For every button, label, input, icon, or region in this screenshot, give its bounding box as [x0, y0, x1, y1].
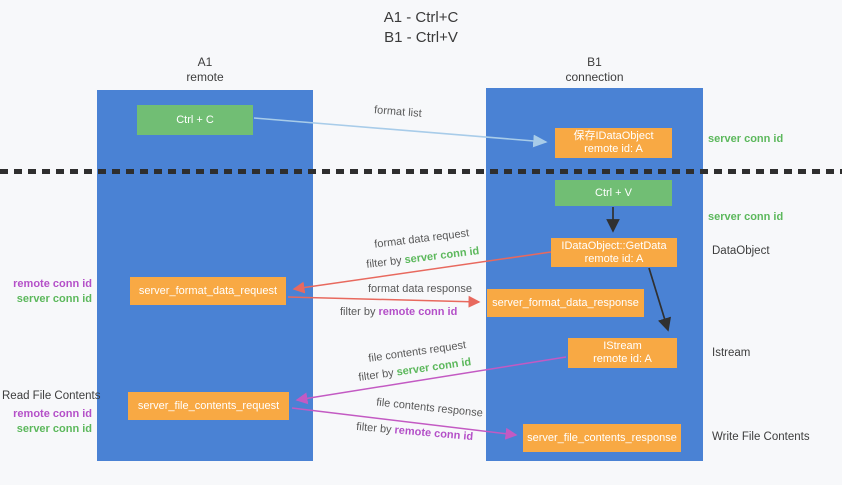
- label-format-data-response: format data response: [368, 283, 472, 295]
- server-format-data-response-box: server_format_data_response: [487, 289, 644, 317]
- ctrl-c-label: Ctrl + C: [176, 113, 214, 126]
- left-read-file-contents-label: Read File Contents: [2, 390, 101, 402]
- istream-box: IStream remote id: A: [568, 338, 677, 368]
- boundary-dotted-line: [0, 169, 842, 174]
- save-dataobject-box: 保存IDataObject remote id: A: [555, 128, 672, 158]
- right-write-file-contents-label: Write File Contents: [712, 431, 810, 443]
- right-server-conn-id-top: server conn id: [708, 133, 784, 145]
- lifeline-header-a1: A1 remote: [97, 55, 313, 85]
- remote-conn-id-text: remote conn id: [378, 306, 458, 318]
- save-dataobject-line2: remote id: A: [584, 143, 643, 155]
- server-file-contents-response-box: server_file_contents_response: [523, 424, 681, 452]
- getdata-line2: remote id: A: [584, 252, 644, 265]
- ctrl-v-label: Ctrl + V: [595, 186, 632, 199]
- lifeline-a1-role: remote: [186, 70, 224, 84]
- title-line-2: B1 - Ctrl+V: [384, 29, 458, 46]
- getdata-line1: IDataObject::GetData: [561, 239, 667, 252]
- left-server-conn-id-2: server conn id: [16, 423, 92, 435]
- server-file-contents-request-box: server_file_contents_request: [128, 392, 289, 420]
- lifeline-header-b1: B1 connection: [486, 55, 703, 85]
- ctrl-c-box: Ctrl + C: [137, 105, 253, 135]
- left-conn-id-block-1: remote conn id server conn id: [2, 277, 92, 307]
- arrow-file-contents-response: [291, 407, 518, 440]
- left-server-conn-id-1: server conn id: [16, 293, 92, 305]
- server-file-contents-request-label: server_file_contents_request: [137, 399, 280, 412]
- arrow-format-data-request: [292, 251, 552, 294]
- right-istream-label: Istream: [712, 347, 751, 359]
- arrow-file-contents-request: [295, 356, 567, 405]
- server-format-data-response-label: server_format_data_response: [492, 296, 639, 309]
- server-file-contents-response-label: server_file_contents_response: [527, 431, 677, 444]
- lifeline-b1-name: B1: [587, 55, 602, 69]
- ctrl-v-box: Ctrl + V: [555, 180, 672, 206]
- getdata-box: IDataObject::GetData remote id: A: [551, 238, 677, 267]
- left-conn-id-block-2: remote conn id server conn id: [2, 407, 92, 437]
- title-line-1: A1 - Ctrl+C: [383, 9, 459, 26]
- server-format-data-request-box: server_format_data_request: [130, 277, 286, 305]
- arrow-getdata-to-istream: [648, 267, 672, 332]
- filter-by-text: filter by: [340, 306, 376, 318]
- istream-line1: IStream: [603, 340, 642, 352]
- left-remote-conn-id-2: remote conn id: [13, 408, 92, 420]
- istream-line2: remote id: A: [593, 353, 652, 365]
- lifeline-a1-name: A1: [197, 55, 213, 69]
- arrow-format-data-response: [287, 295, 481, 308]
- server-format-data-request-label: server_format_data_request: [138, 284, 278, 297]
- arrow-format-list: [253, 117, 548, 148]
- save-dataobject-line1: 保存IDataObject: [573, 130, 654, 142]
- diagram-title: A1 - Ctrl+C B1 - Ctrl+V: [0, 8, 842, 48]
- right-server-conn-id-mid: server conn id: [708, 211, 784, 223]
- right-dataobject-label: DataObject: [712, 245, 770, 257]
- left-remote-conn-id-1: remote conn id: [13, 278, 92, 290]
- lifeline-b1-role: connection: [565, 70, 624, 84]
